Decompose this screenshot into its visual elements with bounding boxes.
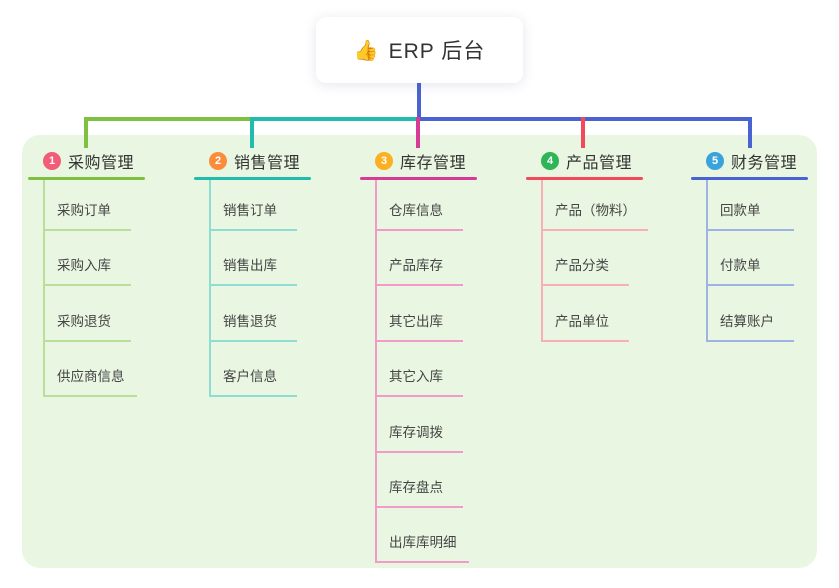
branch-node-3[interactable]: 3 库存管理 [375,150,466,172]
child-node[interactable]: 采购入库 [43,256,131,287]
branch-child-spine [375,180,377,564]
root-node-label: ERP 后台 [388,40,486,63]
child-node[interactable]: 销售出库 [209,256,297,287]
branch-child-spine [209,180,211,398]
branch-child-spine [541,180,543,342]
root-node[interactable]: 👍 ERP 后台 [316,17,523,83]
branch-number-badge: 1 [43,152,61,170]
branch-node-5[interactable]: 5 财务管理 [706,150,797,172]
child-node[interactable]: 付款单 [706,256,794,287]
child-node[interactable]: 回款单 [706,201,794,231]
child-node[interactable]: 结算账户 [706,312,794,342]
branch-drop-1 [84,117,88,148]
child-node[interactable]: 采购订单 [43,201,131,231]
child-node[interactable]: 库存盘点 [375,478,463,508]
branch-drop-4 [581,117,585,148]
bus-segment-2 [250,117,419,121]
branch-number-badge: 5 [706,152,724,170]
child-node[interactable]: 客户信息 [209,367,297,398]
branch-drop-5 [748,117,752,148]
branch-label: 财务管理 [731,155,798,172]
branch-label: 产品管理 [566,155,633,172]
child-node[interactable]: 库存调拨 [375,423,463,453]
branch-drop-3 [416,117,420,148]
branch-number-badge: 4 [541,152,559,170]
root-connector-line [417,83,421,119]
branch-number-badge: 2 [209,152,227,170]
child-node[interactable]: 产品单位 [541,312,629,342]
branch-underline [526,177,643,180]
branch-label: 采购管理 [68,155,135,172]
branch-node-2[interactable]: 2 销售管理 [209,150,300,172]
branch-label: 库存管理 [400,155,467,172]
branch-label: 销售管理 [234,155,301,172]
child-node[interactable]: 其它入库 [375,367,463,398]
mindmap-background-panel [22,135,817,568]
child-node[interactable]: 其它出库 [375,312,463,342]
branch-underline [360,177,477,180]
child-node[interactable]: 产品分类 [541,256,629,287]
bus-segment-3 [419,117,752,121]
branch-number-badge: 3 [375,152,393,170]
child-node[interactable]: 采购退货 [43,312,131,342]
child-node[interactable]: 销售订单 [209,201,297,231]
child-node[interactable]: 产品库存 [375,256,463,287]
child-node[interactable]: 销售退货 [209,312,297,342]
branch-underline [28,177,145,180]
branch-underline [691,177,808,180]
child-node[interactable]: 产品（物料） [541,201,648,231]
child-node[interactable]: 仓库信息 [375,201,463,231]
branch-child-spine [706,180,708,342]
child-node[interactable]: 出库库明细 [375,533,469,564]
child-node[interactable]: 供应商信息 [43,367,137,398]
branch-child-spine [43,180,45,398]
branch-node-1[interactable]: 1 采购管理 [43,150,134,172]
branch-drop-2 [250,117,254,148]
bus-segment-1 [84,117,254,121]
branch-underline [194,177,311,180]
thumbs-up-icon: 👍 [353,39,380,62]
branch-node-4[interactable]: 4 产品管理 [541,150,632,172]
